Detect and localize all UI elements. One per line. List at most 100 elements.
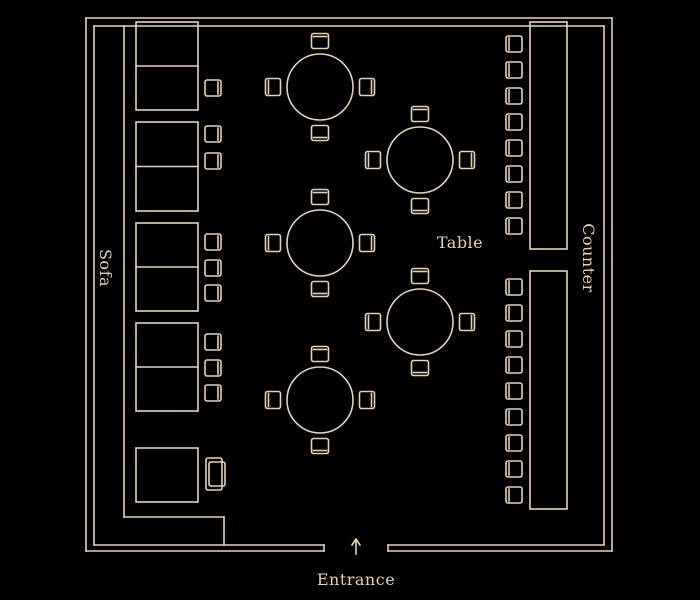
chair [310,345,330,363]
chair-seat [204,259,222,277]
table-top [386,126,454,194]
counter-upper [529,21,568,250]
round-table [264,345,376,455]
chair-seat [505,460,523,478]
table-top [286,366,354,434]
chair [358,390,376,410]
sofa-label: Sofa [96,249,115,287]
chair [505,113,523,131]
chair [505,61,523,79]
chair [410,105,430,123]
chair-seat [358,233,376,253]
chair [505,304,523,322]
chair-seat [505,139,523,157]
chair [310,32,330,50]
chair [204,384,222,402]
chair [458,312,476,332]
chair-seat [505,304,523,322]
chair-seat [458,312,476,332]
table-top [386,288,454,356]
table-label: Table [437,233,483,252]
arrow-head [350,537,362,547]
chair [505,408,523,426]
sofa-booth [135,222,222,312]
chair-seat [264,390,282,410]
chair-seat [505,61,523,79]
chair [264,233,282,253]
walls [85,17,613,552]
chair-seat [310,437,330,455]
table-top [286,53,354,121]
tables [264,32,476,455]
chair [505,35,523,53]
chair-seat [204,333,222,351]
chair [505,356,523,374]
chair [310,124,330,142]
table-top [286,209,354,277]
chair [505,486,523,504]
entrance [350,537,362,555]
chair [364,150,382,170]
chair [410,267,430,285]
chair [264,390,282,410]
chair [505,460,523,478]
counter-area [505,21,568,510]
chair-seat [505,35,523,53]
chair [358,77,376,97]
chair-seat [505,356,523,374]
chair-seat [505,408,523,426]
chair [364,312,382,332]
armchair-arms [208,461,226,487]
chair-seat [204,233,222,251]
chair [358,233,376,253]
chair-seat [310,32,330,50]
chair [505,87,523,105]
chair-seat [505,382,523,400]
chair [505,330,523,348]
chair [204,125,222,143]
chair [310,437,330,455]
chair-seat [204,125,222,143]
chair [505,434,523,452]
chair-seat [310,345,330,363]
chair [458,150,476,170]
chair-seat [505,486,523,504]
arrow-up-icon [350,537,362,555]
round-table [264,188,376,298]
chair-seat [410,105,430,123]
chair-seat [458,150,476,170]
chair [204,284,222,302]
armchair-seat [205,457,223,491]
chair [204,233,222,251]
chair-seat [505,217,523,235]
chair [505,165,523,183]
chair-seat [505,191,523,209]
sofa-booth [135,447,226,503]
round-table [364,267,476,377]
round-table [264,32,376,142]
chair-seat [505,330,523,348]
chair-seat [505,434,523,452]
chair [505,139,523,157]
counter-lower [529,270,568,510]
chair [204,333,222,351]
chair-seat [204,359,222,377]
counter-label: Counter [579,223,598,293]
chair-seat [505,87,523,105]
chair-seat [364,150,382,170]
chair-seat [204,284,222,302]
sofa-booth [135,121,222,212]
chair [264,77,282,97]
sofa-booth [135,21,222,111]
armchair [205,457,226,491]
sofa-table [135,447,199,503]
entrance-label: Entrance [317,570,395,589]
chair [204,79,222,97]
chair-seat [264,77,282,97]
chair [204,359,222,377]
chair [505,382,523,400]
chair [204,152,222,170]
chair [310,188,330,206]
chair-seat [410,267,430,285]
